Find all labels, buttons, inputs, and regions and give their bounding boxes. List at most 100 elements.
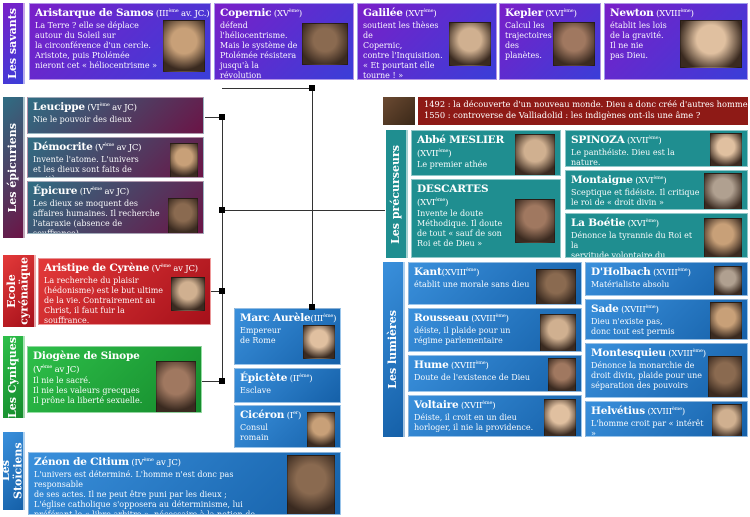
card-title: SPINOZA (XVIIème) bbox=[571, 134, 742, 147]
connector-line bbox=[222, 88, 312, 89]
card-cic-ron: Cicéron (Ier)Consul romain bbox=[234, 405, 341, 448]
era: (XVIIIème) bbox=[618, 304, 659, 315]
card-spinoza: SPINOZA (XVIIème)Le panthéiste. Dieu est… bbox=[565, 130, 748, 167]
sade-portrait-icon bbox=[710, 302, 742, 339]
label-text: Les lumières bbox=[385, 310, 399, 389]
era-suffix: ème bbox=[645, 218, 656, 225]
era-suffix: ème bbox=[438, 147, 449, 154]
era-suffix: ème bbox=[653, 175, 664, 182]
card-description: Les dieux se moquent des affaires humain… bbox=[33, 198, 160, 234]
era: (IVème av JC) bbox=[77, 186, 130, 197]
era-century: (XVIII bbox=[468, 314, 496, 324]
card-title: Montesquieu (XVIIIème) bbox=[591, 347, 742, 360]
era-note: ) bbox=[655, 219, 659, 229]
label-text: Les épicuriens bbox=[5, 122, 19, 213]
card-title: Montaigne (XVIème) bbox=[571, 174, 742, 187]
philosopher-name: SPINOZA bbox=[571, 134, 625, 146]
label-text: Les Stoïciens bbox=[0, 442, 25, 500]
card-description: Il nie le sacré. Il nie les valeurs grec… bbox=[33, 376, 143, 406]
card-title: Aristarque de Samos (IIIème av. JC.) bbox=[35, 7, 210, 20]
era-note: av JC) bbox=[114, 143, 142, 153]
era: (XVIème) bbox=[542, 8, 576, 19]
era: (XVIème) bbox=[417, 197, 449, 208]
era-note: av JC) bbox=[153, 458, 181, 468]
era-suffix: ème bbox=[160, 263, 171, 270]
connector-node bbox=[309, 85, 315, 91]
era: (XVIIIème) bbox=[441, 267, 480, 278]
era: (Ier) bbox=[284, 410, 302, 421]
card-description: établit une morale sans dieu bbox=[414, 279, 530, 289]
card-title: Rousseau (XVIIIème) bbox=[414, 312, 576, 325]
card-title: Helvétius (XVIIIème) bbox=[591, 405, 742, 418]
era-note: ) bbox=[492, 401, 496, 411]
card-description: Matérialiste absolu bbox=[591, 279, 670, 289]
card-description: défend l'héliocentrisme. Mais le système… bbox=[220, 20, 298, 80]
card-title: Diogène de Sinope (Vème av JC) bbox=[33, 350, 196, 375]
era-century: (XVI bbox=[542, 9, 564, 19]
card--picure: Épicure (IVème av JC)Les dieux se moquen… bbox=[27, 181, 204, 234]
era-suffix: ème bbox=[482, 400, 493, 407]
era-suffix: ème bbox=[466, 267, 477, 274]
card-title: D'Holbach (XVIIIème) bbox=[591, 266, 742, 279]
card-marc-aur-le: Marc Aurèle(IIIème)Empereur de Rome bbox=[234, 308, 341, 365]
era: (XVIIIème) bbox=[654, 8, 694, 19]
era-suffix: ème bbox=[42, 363, 53, 370]
card-abb-meslier: Abbé MESLIER (XVIIème)Le premier athée bbox=[411, 130, 561, 176]
philosopher-name: Copernic bbox=[220, 7, 272, 19]
card-description: Le panthéiste. Dieu est la nature. bbox=[571, 147, 675, 167]
era: (Vème av JC) bbox=[149, 263, 198, 274]
era: (IIème) bbox=[287, 373, 313, 384]
card-description: soutient les thèses de Copernic, contre … bbox=[363, 20, 443, 80]
helvetius-portrait-icon bbox=[712, 404, 742, 436]
era: (XVème) bbox=[271, 8, 302, 19]
era-note: ) bbox=[448, 148, 452, 159]
card-description: Consul romain bbox=[240, 422, 269, 442]
card-description: Déiste, il croit en un dieu horloger, il… bbox=[414, 412, 534, 432]
card-aristarque-de-samos: Aristarque de Samos (IIIème av. JC.)La T… bbox=[29, 3, 211, 80]
era-century: (XVIII bbox=[618, 305, 646, 315]
philosopher-name: Hume bbox=[414, 359, 449, 371]
era: (IIIème av. JC.) bbox=[153, 8, 210, 19]
era: (XVIème) bbox=[633, 175, 666, 186]
era: (IVème av JC) bbox=[129, 457, 181, 468]
card-description: établit les lois de la gravité. Il ne ni… bbox=[610, 20, 667, 60]
card-d-mocrite: Démocrite (Vème av JC)Invente l'atome. L… bbox=[27, 137, 204, 178]
era-note: ) bbox=[681, 407, 686, 417]
era-suffix: ème bbox=[423, 8, 434, 15]
card-description: Esclave bbox=[240, 385, 272, 395]
card-kepler: Kepler (XVIème)Calcul les trajectoires d… bbox=[499, 3, 601, 80]
era-century: (XVIII bbox=[441, 268, 467, 278]
era-suffix: ème bbox=[323, 313, 334, 320]
card-z-non-de-citium: Zénon de Citium (IVème av JC)L'univers e… bbox=[28, 452, 341, 515]
era-note: ) bbox=[690, 9, 694, 19]
new-world-banner: 1492 : la découverte d'un nouveau monde.… bbox=[418, 97, 750, 125]
card-title: Newton (XVIIIème) bbox=[610, 7, 742, 20]
era-note: ) bbox=[309, 374, 313, 384]
era: (IIIème) bbox=[310, 313, 337, 324]
card-title: Galilée (XVIème) bbox=[363, 7, 491, 20]
label-lumieres: Les lumières bbox=[383, 262, 405, 437]
philosopher-name: Voltaire bbox=[414, 399, 459, 411]
era-suffix: ème bbox=[680, 8, 691, 15]
label-savants: Les savants bbox=[3, 3, 25, 84]
banner-line-2: 1550 : controverse de Valliadolid : les … bbox=[424, 110, 701, 121]
era-note: ) bbox=[687, 268, 691, 278]
era-suffix: ème bbox=[168, 8, 179, 15]
card-title: Voltaire (XVIIème) bbox=[414, 399, 576, 412]
era-note: ) bbox=[333, 314, 337, 324]
era: (XVIIIème) bbox=[645, 406, 686, 417]
era-century: (XV bbox=[271, 9, 289, 19]
card-description: L'homme croit par « intérêt » bbox=[591, 418, 704, 437]
card-title: Cicéron (Ier) bbox=[240, 409, 335, 422]
connector-line bbox=[222, 117, 223, 382]
era-note: ) bbox=[445, 197, 449, 208]
philosopher-name: Cicéron bbox=[240, 409, 285, 421]
rousseau-portrait-icon bbox=[540, 314, 576, 351]
card--pict-te: Épictète (IIème)Esclave bbox=[234, 368, 341, 403]
card-description: Invente le doute Méthodique. Il doute de… bbox=[417, 209, 503, 249]
label-cyrenaique: Ecole cyrénaïque bbox=[3, 255, 36, 327]
zenon-portrait-icon bbox=[287, 455, 335, 514]
connector-line bbox=[222, 210, 385, 211]
era-century: (XVI bbox=[417, 197, 436, 208]
label-text: Les savants bbox=[5, 8, 19, 79]
